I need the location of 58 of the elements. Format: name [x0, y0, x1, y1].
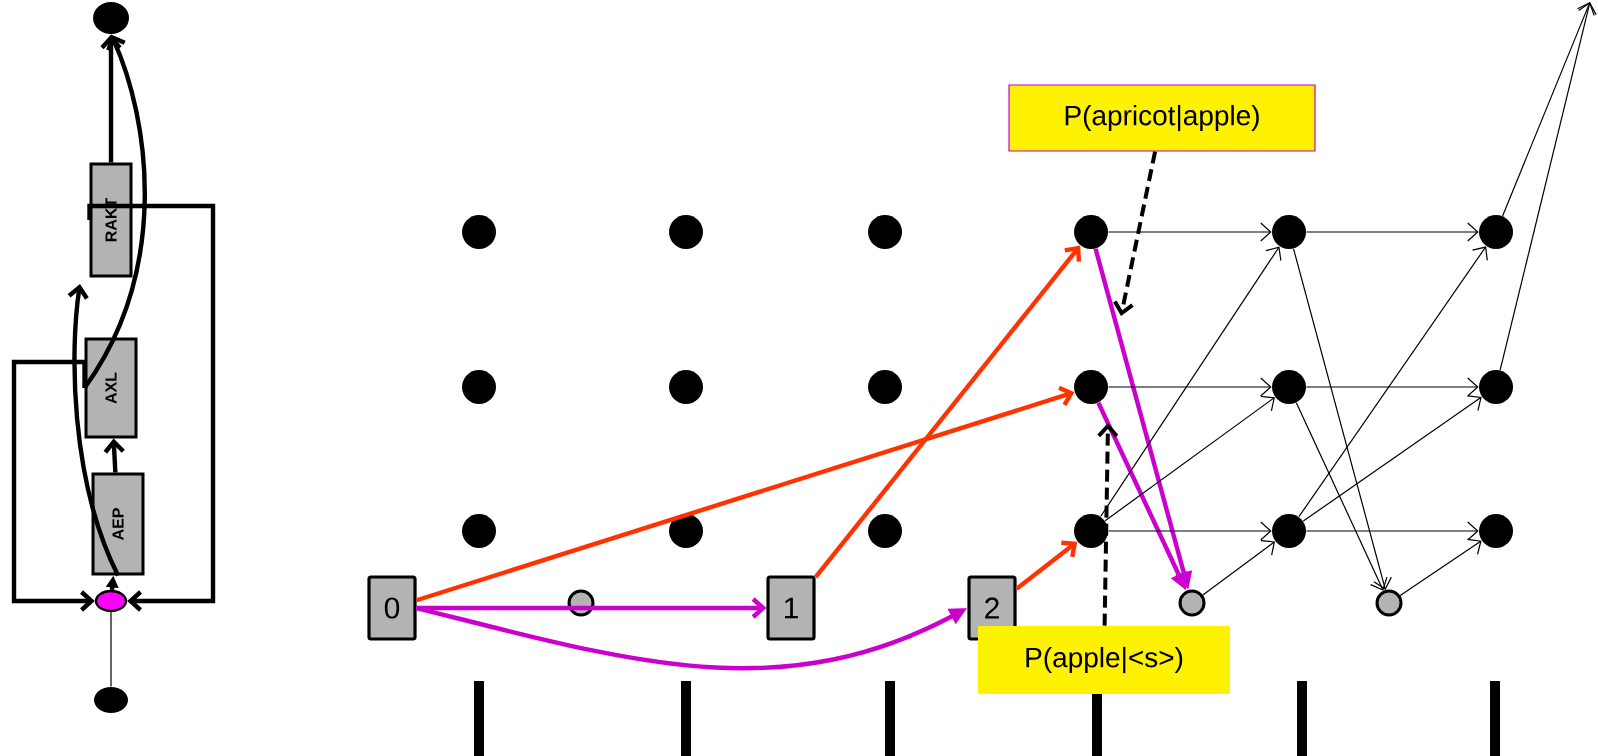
arrow	[100, 34, 122, 163]
state-dot	[462, 370, 496, 404]
end-node	[93, 2, 129, 34]
arrow	[1100, 246, 1282, 518]
junction-node	[94, 589, 128, 613]
state-dot	[1074, 215, 1108, 249]
state-dot	[1479, 514, 1513, 548]
arrow	[82, 34, 147, 390]
arrow	[1107, 377, 1272, 397]
state-dot	[669, 514, 703, 548]
arrow	[87, 203, 216, 612]
state-dot	[868, 215, 902, 249]
small-circle	[1375, 589, 1403, 617]
state-dot	[462, 215, 496, 249]
leader-line	[1113, 151, 1158, 316]
state-dot	[1074, 514, 1108, 548]
arrow	[1015, 540, 1078, 591]
arrow	[1499, 2, 1597, 371]
index-box: 1	[766, 575, 816, 641]
state-dot	[868, 370, 902, 404]
arrow	[1107, 521, 1272, 541]
arrow	[1399, 538, 1482, 597]
state-dot	[669, 215, 703, 249]
process-box: AEP	[91, 472, 145, 576]
probability-label: P(apricot|apple)	[1008, 84, 1316, 152]
arrow	[1502, 2, 1595, 217]
arrow	[11, 359, 95, 612]
arrow	[1202, 540, 1276, 596]
arrow	[67, 284, 120, 577]
state-dot	[462, 514, 496, 548]
state-dot	[1272, 215, 1306, 249]
state-dot	[1272, 370, 1306, 404]
arrow	[1305, 521, 1479, 541]
arrow	[1292, 248, 1392, 590]
probability-label: P(apple|<s>)	[978, 626, 1230, 694]
arrow	[1298, 246, 1488, 518]
small-circle	[567, 589, 595, 617]
state-dot	[1272, 514, 1306, 548]
state-dot	[669, 370, 703, 404]
arrow	[1302, 395, 1482, 522]
state-dot	[1479, 215, 1513, 249]
state-dot	[1074, 370, 1108, 404]
arrow	[415, 385, 1075, 603]
arrow	[103, 438, 125, 473]
arrow	[1107, 222, 1272, 242]
state-dot	[868, 514, 902, 548]
arrow	[1104, 395, 1275, 522]
leader-line	[1097, 423, 1119, 626]
process-box: AXL	[84, 337, 138, 439]
small-circle	[1178, 589, 1206, 617]
index-box: 0	[367, 575, 417, 641]
arrow	[1305, 222, 1479, 242]
connector-line	[110, 611, 112, 688]
state-dot	[1479, 370, 1513, 404]
arrow	[813, 245, 1082, 579]
end-node	[94, 687, 128, 713]
arrow	[1305, 377, 1479, 397]
arrow	[1295, 402, 1388, 591]
